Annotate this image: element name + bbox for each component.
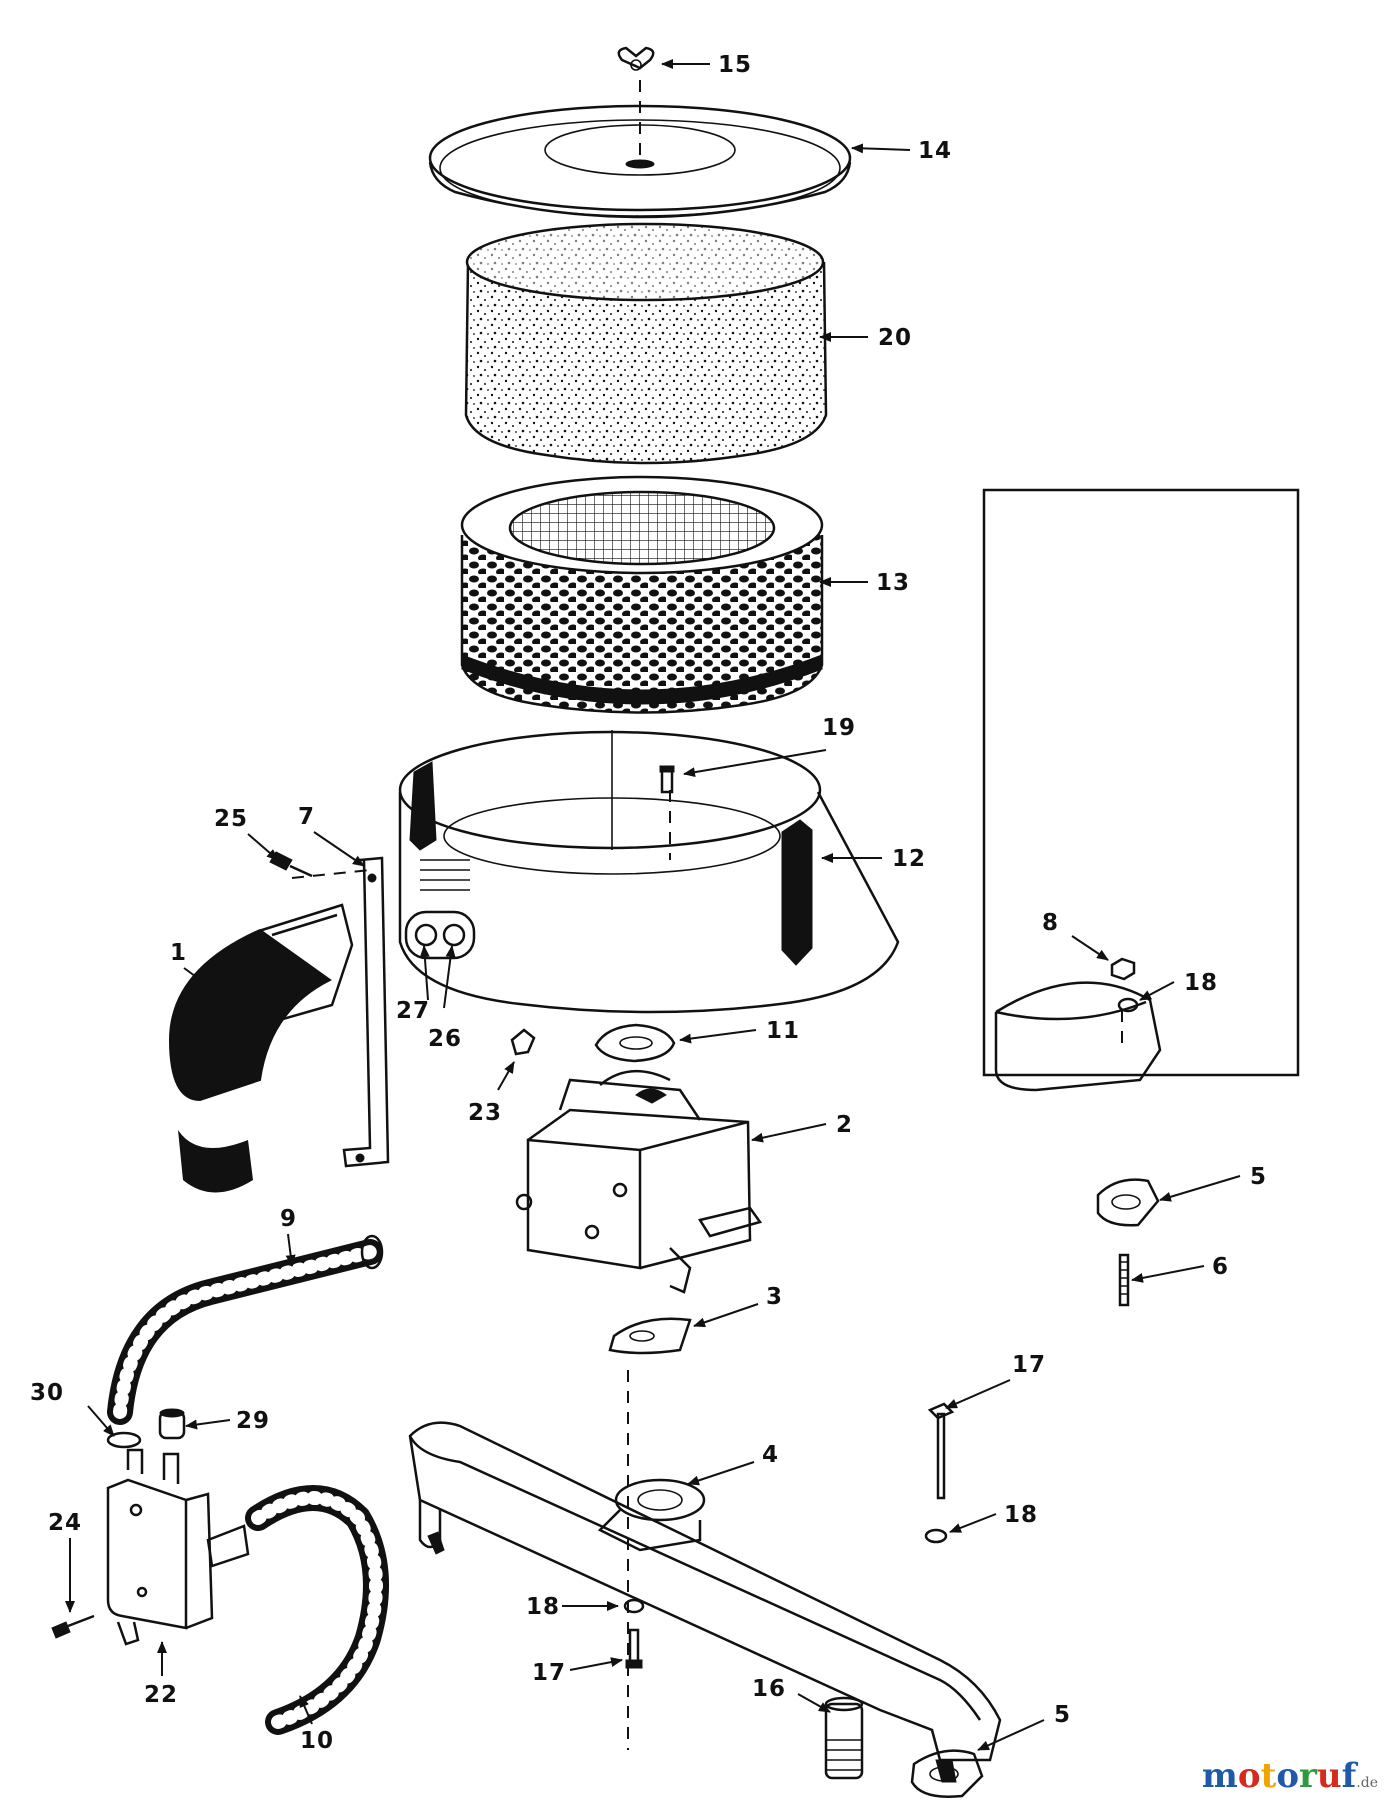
carburetor xyxy=(515,1069,763,1294)
callout-16: 16 xyxy=(752,1676,786,1702)
callout-27: 27 xyxy=(396,998,430,1024)
callout-11: 11 xyxy=(766,1018,800,1044)
callout-23: 23 xyxy=(468,1100,502,1126)
inset-washer xyxy=(1117,997,1139,1013)
callout-1: 1 xyxy=(170,940,187,966)
intake-manifold xyxy=(408,1421,1002,1783)
manifold-bolt-top xyxy=(927,1402,955,1500)
watermark-letter: f xyxy=(1341,1756,1357,1796)
air-cleaner-cover xyxy=(428,104,852,219)
clip xyxy=(510,1028,536,1056)
callout-19: 19 xyxy=(822,715,856,741)
callout-18-right: 18 xyxy=(1004,1502,1038,1528)
callout-2: 2 xyxy=(836,1112,853,1138)
callout-14: 14 xyxy=(918,138,952,164)
callout-8: 8 xyxy=(1042,910,1059,936)
air-filter-element xyxy=(460,475,824,714)
callout-25: 25 xyxy=(214,806,248,832)
watermark-letter: t xyxy=(1260,1756,1277,1796)
callout-13: 13 xyxy=(876,570,910,596)
callout-5: 5 xyxy=(1250,1164,1267,1190)
assembly-axis xyxy=(291,869,371,879)
callout-29: 29 xyxy=(236,1408,270,1434)
carburetor-gasket xyxy=(594,1023,676,1063)
callout-9: 9 xyxy=(280,1206,297,1232)
watermark-letter: r xyxy=(1299,1756,1317,1796)
pump-screw xyxy=(51,1614,95,1639)
callout-4: 4 xyxy=(762,1442,779,1468)
manifold-bolt-bottom xyxy=(625,1628,643,1669)
callout-5-bottom: 5 xyxy=(1054,1702,1071,1728)
callout-12: 12 xyxy=(892,846,926,872)
watermark-letter: m xyxy=(1201,1756,1238,1796)
fuel-pump-cap xyxy=(158,1408,186,1440)
manifold-end-gasket xyxy=(910,1749,984,1798)
callout-26: 26 xyxy=(428,1026,462,1052)
intake-elbow xyxy=(168,903,354,1193)
callout-18: 18 xyxy=(1184,970,1218,996)
callout-15: 15 xyxy=(718,52,752,78)
callout-20: 20 xyxy=(878,325,912,351)
hose-fitting xyxy=(824,1696,864,1780)
screw xyxy=(269,851,313,878)
manifold-gasket xyxy=(608,1317,692,1355)
support-bracket xyxy=(342,856,390,1168)
washer-right xyxy=(924,1528,948,1544)
callout-24: 24 xyxy=(48,1510,82,1536)
bolt xyxy=(659,765,675,794)
callout-30: 30 xyxy=(30,1380,64,1406)
inset-gasket xyxy=(1096,1178,1160,1227)
inset-nut xyxy=(1110,957,1136,981)
fuel-pump xyxy=(106,1448,250,1646)
pre-cleaner-foam xyxy=(464,222,828,465)
o-ring xyxy=(106,1431,142,1449)
callout-17-bottom: 17 xyxy=(532,1660,566,1686)
washer-center xyxy=(623,1598,645,1614)
watermark-letter: o xyxy=(1237,1756,1261,1796)
callout-10: 10 xyxy=(300,1728,334,1754)
watermark-suffix: .de xyxy=(1356,1775,1378,1791)
inset-stud xyxy=(1118,1253,1130,1307)
callout-6: 6 xyxy=(1212,1254,1229,1280)
watermark-letter: o xyxy=(1276,1756,1299,1796)
watermark-letter: u xyxy=(1316,1756,1342,1796)
callout-3: 3 xyxy=(766,1284,783,1310)
detail-inset xyxy=(982,488,1300,1077)
callout-17: 17 xyxy=(1012,1352,1046,1378)
fuel-hose-upper xyxy=(107,1234,384,1425)
callout-22: 22 xyxy=(144,1682,178,1708)
air-cleaner-base xyxy=(398,730,900,1014)
fuel-hose-lower xyxy=(245,1485,389,1735)
watermark-logo: motoruf.de xyxy=(1202,1756,1378,1796)
callout-7: 7 xyxy=(298,804,315,830)
callout-18-center: 18 xyxy=(526,1594,560,1620)
callout-arrows xyxy=(65,59,1241,1751)
wing-nut xyxy=(617,46,655,71)
